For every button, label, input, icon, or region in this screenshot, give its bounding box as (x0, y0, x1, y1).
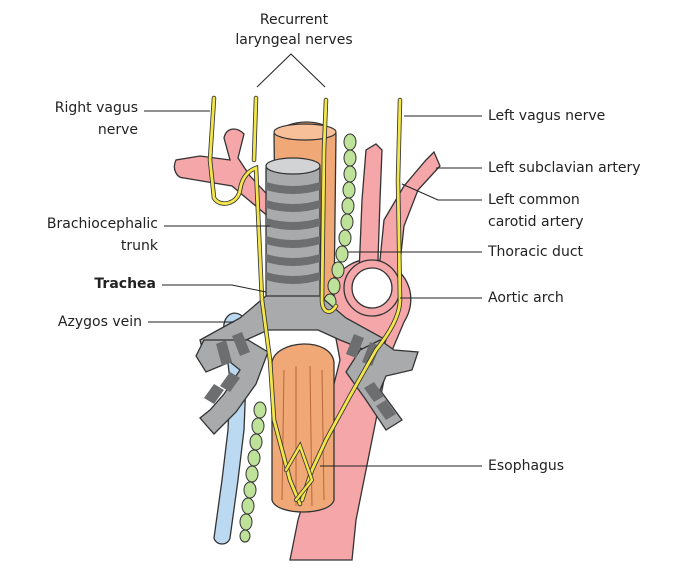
esophagus-lower (272, 344, 334, 512)
label-brachiocephalic-line2: trunk (121, 238, 159, 254)
label-left-subclavian: Left subclavian artery (488, 160, 641, 176)
label-right-vagus-line2: nerve (98, 122, 138, 138)
label-right-vagus-line1: Right vagus (55, 100, 138, 116)
label-left-common-line1: Left common (488, 192, 580, 208)
label-recurrent-line2: laryngeal nerves (235, 32, 352, 48)
label-thoracic-duct: Thoracic duct (487, 244, 584, 260)
label-esophagus: Esophagus (488, 458, 564, 474)
label-aortic-arch: Aortic arch (488, 290, 564, 306)
label-left-common-line2: carotid artery (488, 214, 583, 230)
label-brachiocephalic-line1: Brachiocephalic (47, 216, 158, 232)
label-recurrent-line1: Recurrent (260, 12, 329, 28)
label-azygos: Azygos vein (58, 314, 142, 330)
aortic-arch-ring-inner (352, 268, 392, 308)
label-trachea: Trachea (94, 276, 156, 292)
label-left-vagus: Left vagus nerve (488, 108, 605, 124)
